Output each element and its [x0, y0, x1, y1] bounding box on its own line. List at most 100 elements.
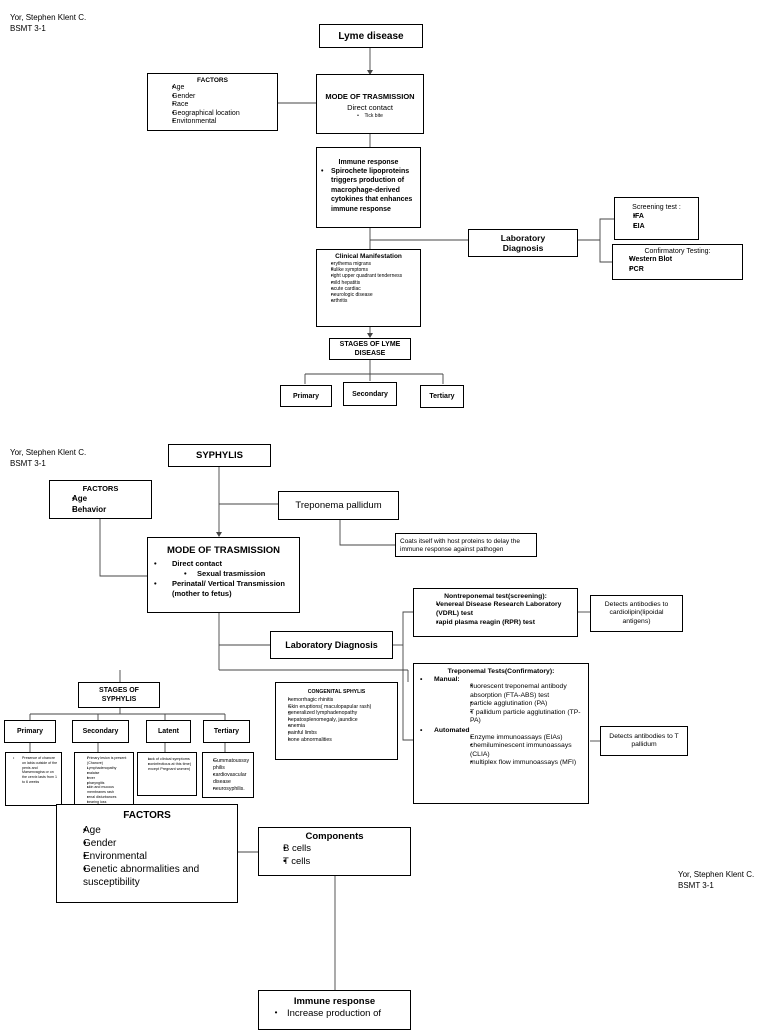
list-item: Gummatousssy philis	[205, 758, 251, 772]
lyme-stage-primary: Primary	[280, 385, 332, 407]
list-item: Genetic abnormalities and susceptibility	[65, 863, 229, 889]
syphilis-treponemal-box: Treponemal Tests(Confirmatory): •Manual:…	[413, 663, 589, 804]
lyme-clinical-box: Clinical Manifestation erythema migrans …	[316, 249, 421, 327]
list-item: anemia	[280, 723, 393, 730]
list-item: •Sexual trasmission	[184, 569, 266, 578]
primary-detail-text: Presence of chancre on labia outside of …	[22, 756, 58, 784]
list-item: Race	[154, 101, 271, 110]
automated-label: •Automated	[420, 726, 470, 734]
manual-label: •Manual:	[420, 676, 460, 683]
lyme-stages-box: STAGES OF LYME DISEASE	[329, 338, 411, 360]
list-item: B cells	[265, 843, 404, 856]
syphilis-factors-title: FACTORS	[82, 484, 119, 493]
lyme-confirmatory-box: Confirmatory Testing: Western Blot PCR	[612, 244, 743, 280]
list-item: T pallidum particle agglutination (TP-PA…	[420, 709, 582, 726]
list-item: Primary lesion is present (Chancre)	[77, 756, 131, 766]
third-immune-title: Immune response	[293, 996, 376, 1007]
third-components-box: Components B cells T cells	[258, 827, 411, 876]
list-item: •Increase production of	[274, 1008, 382, 1019]
list-item: Gender	[154, 93, 271, 102]
list-item: hemorrhagic rhinitis	[280, 697, 393, 704]
list-item: lack of clinical symptoms	[140, 757, 194, 762]
syphilis-factors-box: FACTORS Age Behavior	[49, 480, 152, 519]
lyme-title-box: Lyme disease	[319, 24, 423, 48]
list-item: noninfectious at this time( except Pregn…	[140, 762, 194, 772]
list-item: Environmental	[65, 850, 229, 863]
lyme-immune-text: •Spirochete lipoproteins triggers produc…	[321, 168, 413, 213]
lyme-lab-box: Laboratory Diagnosis	[468, 229, 578, 257]
list-item: acute cardiac	[321, 286, 416, 292]
lyme-mode-box: MODE OF TRASMISSION Direct contact • Tic…	[316, 74, 424, 134]
syphilis-mode-box: MODE OF TRASMISSION •Direct contact •Sex…	[147, 537, 300, 613]
lyme-immune-title: Immune response	[338, 159, 399, 166]
list-item: Behavior	[56, 504, 145, 515]
list-item: IFA	[621, 212, 692, 222]
author-section: BSMT 3-1	[678, 881, 714, 890]
list-item: fluorescent treponemal antibody absorpti…	[420, 683, 582, 700]
lyme-factors-title: FACTORS	[197, 77, 228, 84]
syphilis-title-box: SYPHYLIS	[168, 444, 271, 467]
list-item: generalized lymphadenopathy	[280, 710, 393, 717]
list-item: fever	[77, 776, 131, 781]
third-factors-title: FACTORS	[123, 810, 171, 821]
list-item: Lymphadenopathy	[77, 766, 131, 771]
list-item: Enzyme immunoassays (EIAs)	[420, 734, 582, 743]
list-item: malaise	[77, 771, 131, 776]
list-item: PCR	[619, 265, 736, 275]
syphilis-treponema-box: Treponema pallidum	[278, 491, 399, 520]
author-section: BSMT 3-1	[10, 24, 46, 33]
list-item: neurologic disease	[321, 292, 416, 298]
lyme-immune-box: Immune response •Spirochete lipoproteins…	[316, 147, 421, 228]
list-item: Geographical location	[154, 110, 271, 119]
nontreponemal-title: Nontreponemal test(screening):	[444, 593, 547, 600]
list-item: particle agglutination (PA)	[420, 700, 582, 709]
author-block-3: Yor, Stephen Klent C. BSMT 3-1	[678, 869, 754, 891]
syphilis-stages-box: STAGES OF SYPHYLIS	[78, 682, 160, 708]
congenital-title: CONGENITAL SPHYLIS	[307, 689, 366, 695]
syphilis-latent-detail: lack of clinical symptoms noninfectious …	[137, 752, 197, 796]
list-item: erythema migrans	[321, 261, 416, 267]
list-item: arthritis	[321, 298, 416, 304]
third-immune-box: Immune response •Increase production of	[258, 990, 411, 1030]
syphilis-tertiary-detail: Gummatousssy philis cardiovascular disea…	[202, 752, 254, 798]
list-item: •Perinatal/ Vertical Transmission (mothe…	[154, 579, 285, 598]
list-item: Age	[65, 824, 229, 837]
list-item: •Direct contact	[154, 559, 223, 568]
syphilis-stage-primary: Primary	[4, 720, 56, 743]
syphilis-detects1-box: Detects antibodies to cardiolipin(lipoid…	[590, 595, 683, 632]
list-item: skin and mucous membranes rash	[77, 785, 131, 795]
list-item: Age	[154, 84, 271, 93]
lyme-stage-tertiary: Tertiary	[420, 385, 464, 408]
lyme-mode-sub: • Tick bite	[357, 113, 383, 119]
syphilis-primary-detail: • Presence of chancre on labia outside o…	[5, 752, 62, 806]
lyme-mode-title: MODE OF TRASMISSION	[325, 92, 415, 101]
list-item: cardiovascular disease	[205, 772, 251, 786]
author-block-2: Yor, Stephen Klent C. BSMT 3-1	[10, 447, 86, 469]
syphilis-stage-latent: Latent	[146, 720, 191, 743]
treponemal-title: Treponemal Tests(Confirmatory):	[447, 668, 555, 675]
list-item: Venereal Disease Research Laboratory (VD…	[420, 600, 571, 618]
list-item: hepatosplenomegaly, jaundice	[280, 717, 393, 724]
list-item: chemiluminescent immunoassays (CLIA)	[420, 742, 582, 759]
list-item: T cells	[265, 856, 404, 869]
author-name: Yor, Stephen Klent C.	[678, 870, 755, 879]
list-item: EIA	[621, 222, 692, 232]
syphilis-stage-secondary: Secondary	[72, 720, 129, 743]
list-item: Skin eruptions( maculopapular rash)	[280, 704, 393, 711]
lyme-stage-secondary: Secondary	[343, 382, 397, 406]
lyme-factors-box: FACTORS Age Gender Race Geographical loc…	[147, 73, 278, 131]
syphilis-secondary-detail: Primary lesion is present (Chancre) Lymp…	[74, 752, 134, 815]
list-item: bone abnormalities	[280, 737, 393, 744]
author-name: Yor, Stephen Klent C.	[10, 448, 87, 457]
syphilis-detects2-box: Detects antibodies to T pallidum	[600, 726, 688, 756]
lyme-mode-item: Direct contact	[347, 103, 393, 112]
syphilis-congenital-box: CONGENITAL SPHYLIS hemorrhagic rhinitis …	[275, 682, 398, 760]
list-item: hearing loss	[77, 800, 131, 805]
author-section: BSMT 3-1	[10, 459, 46, 468]
list-item: flulike symptoms	[321, 267, 416, 273]
lyme-clinical-title: Clinical Manifestation	[335, 253, 402, 260]
lyme-screening-title: Screening test :	[632, 204, 681, 211]
list-item: right upper quadrant tenderness	[321, 273, 416, 279]
list-item: mild hepatitis	[321, 280, 416, 286]
list-item: neurosyphilis.	[205, 786, 251, 793]
